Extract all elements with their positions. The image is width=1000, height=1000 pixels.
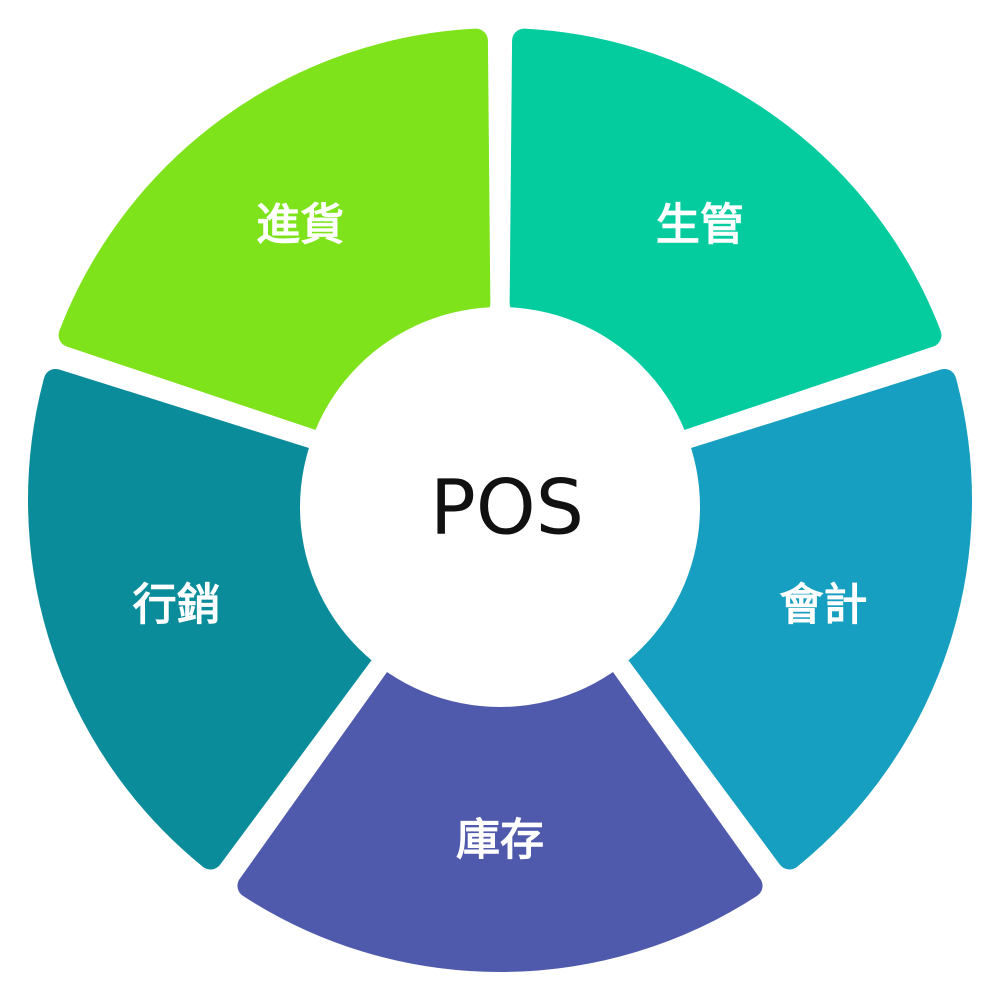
center-hub [300, 307, 700, 707]
segment-jinhuo [58, 28, 491, 431]
segment-shengguan [509, 28, 942, 431]
center-label: POS [430, 463, 584, 552]
segment-label-shengguan: 生管 [656, 199, 744, 250]
segment-label-jinhuo: 進貨 [256, 199, 344, 250]
segment-label-kuaiji: 會計 [779, 580, 867, 631]
segment-label-xingxiao: 行銷 [133, 580, 221, 631]
segment-label-kucun: 庫存 [456, 815, 544, 866]
